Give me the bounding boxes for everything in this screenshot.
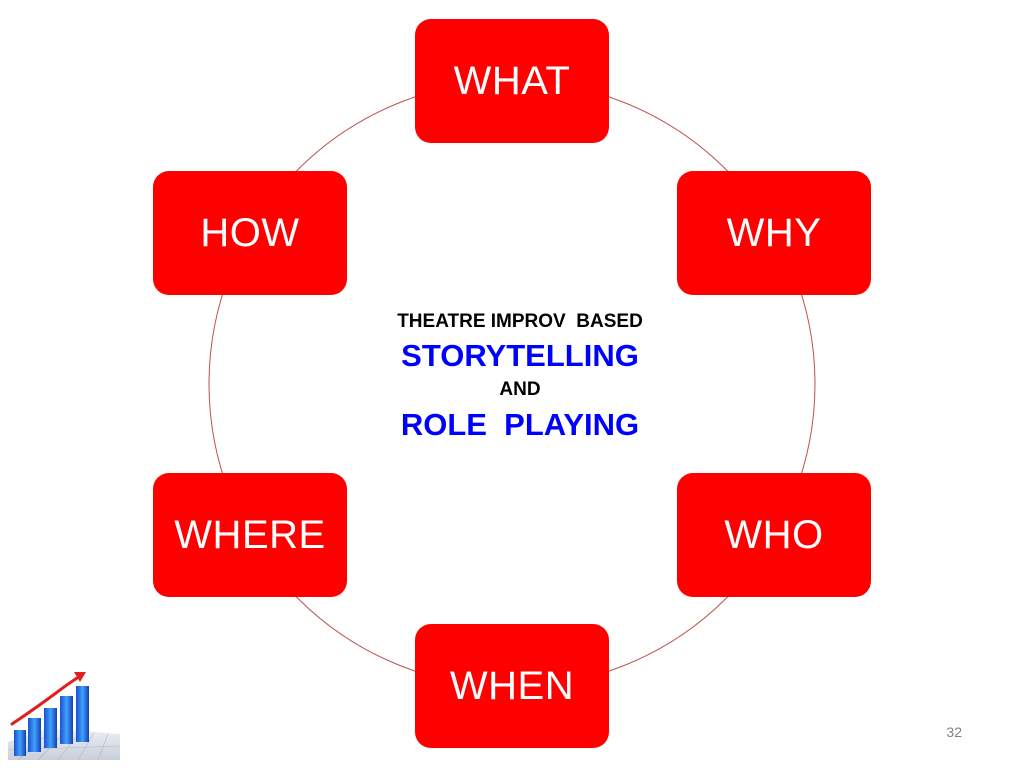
cycle-node-when: WHEN: [415, 624, 609, 748]
center-caption-and: AND: [499, 379, 541, 400]
center-caption-role-playing: ROLE PLAYING: [400, 407, 640, 442]
bar-chart-growth-icon: [8, 672, 120, 760]
cycle-node-where: WHERE: [153, 473, 347, 597]
cycle-node-who: WHO: [677, 473, 871, 597]
cycle-node-what: WHAT: [415, 19, 609, 143]
cycle-node-how: HOW: [153, 171, 347, 295]
cycle-node-why: WHY: [677, 171, 871, 295]
center-caption-line-1: THEATRE IMPROV BASED: [397, 311, 643, 332]
slide-number: 32: [946, 724, 962, 740]
center-caption-storytelling: STORYTELLING: [401, 338, 639, 373]
center-caption: THEATRE IMPROV BASED STORYTELLING AND RO…: [330, 308, 710, 446]
